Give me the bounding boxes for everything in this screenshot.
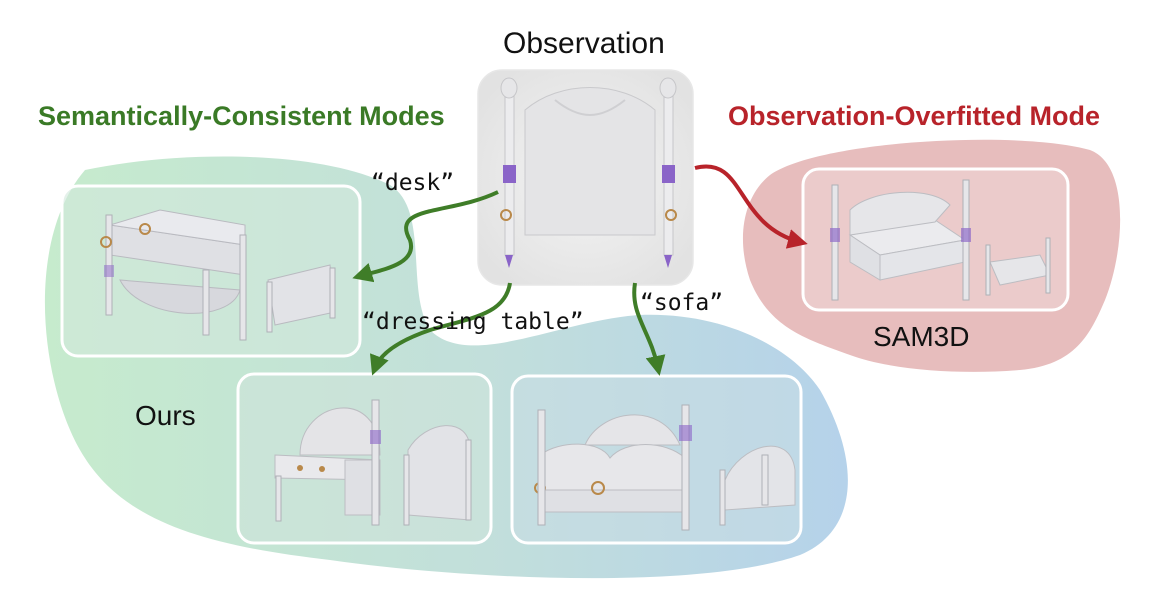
semantic-modes-heading: Semantically-Consistent Modes xyxy=(38,101,445,131)
prompt-sofa: “sofa” xyxy=(640,290,724,316)
ours-label: Ours xyxy=(135,400,196,431)
arrow-to-sam3d xyxy=(694,164,808,249)
sofa-icon xyxy=(534,404,796,531)
prompt-dressing-table: “dressing table” xyxy=(362,309,584,335)
sam3d-mode-panel xyxy=(801,167,1070,312)
prompt-desk: “desk” xyxy=(371,170,455,196)
observation-label: Observation xyxy=(503,27,665,60)
dressing-table-mode-panel xyxy=(236,372,493,545)
dressing-table-icon xyxy=(274,399,472,526)
arrow-to-desk xyxy=(352,190,499,283)
baseline-bed-icon xyxy=(830,179,1051,301)
desk-icon xyxy=(100,209,336,341)
desk-mode-panel xyxy=(60,184,362,358)
sam3d-label: SAM3D xyxy=(873,321,970,352)
bed-icon xyxy=(500,77,677,268)
arrow-to-dressing-table xyxy=(369,282,512,376)
sofa-mode-panel xyxy=(510,374,803,545)
overfit-mode-heading: Observation-Overfitted Mode xyxy=(728,101,1101,131)
arrow-to-sofa xyxy=(632,282,666,376)
observation-panel xyxy=(477,69,694,286)
